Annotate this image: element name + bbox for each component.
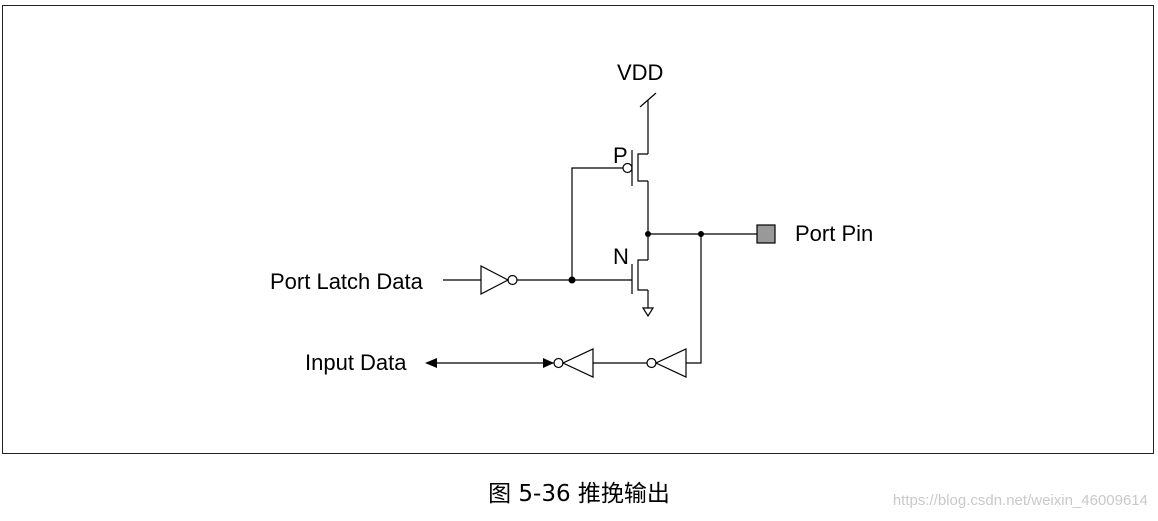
nmos-transistor xyxy=(631,259,648,294)
input-arrow-right xyxy=(543,358,554,368)
input-buffer-2 xyxy=(561,348,594,378)
vdd-label: VDD xyxy=(617,60,663,85)
latch-inverter-bubble xyxy=(507,274,518,286)
junction-feedback xyxy=(698,231,704,237)
feedback-wire xyxy=(686,234,702,364)
junction-drain xyxy=(645,231,651,237)
ground-symbol xyxy=(641,307,655,318)
watermark: https://blog.csdn.net/weixin_46009614 xyxy=(892,492,1148,509)
p-label: P xyxy=(613,143,628,168)
junction-gate xyxy=(568,276,576,284)
port-latch-data-label: Port Latch Data xyxy=(270,269,424,294)
input-data-label: Input Data xyxy=(305,350,407,375)
input-arrow-left xyxy=(425,358,437,368)
latch-inverter xyxy=(480,265,510,295)
diagram-frame xyxy=(2,5,1154,454)
push-pull-circuit: VDD P N Port Pin Port Latch Data Input D… xyxy=(270,60,873,378)
port-pin-label: Port Pin xyxy=(795,221,873,246)
vdd-rail xyxy=(639,92,657,154)
pmos-transistor xyxy=(631,150,648,186)
figure-caption: 图 5-36 推挽输出 xyxy=(488,481,670,507)
port-pin-square xyxy=(756,224,776,244)
pmos-gate-wire xyxy=(571,167,623,280)
input-buffer-1 xyxy=(654,348,687,378)
n-label: N xyxy=(613,244,629,269)
